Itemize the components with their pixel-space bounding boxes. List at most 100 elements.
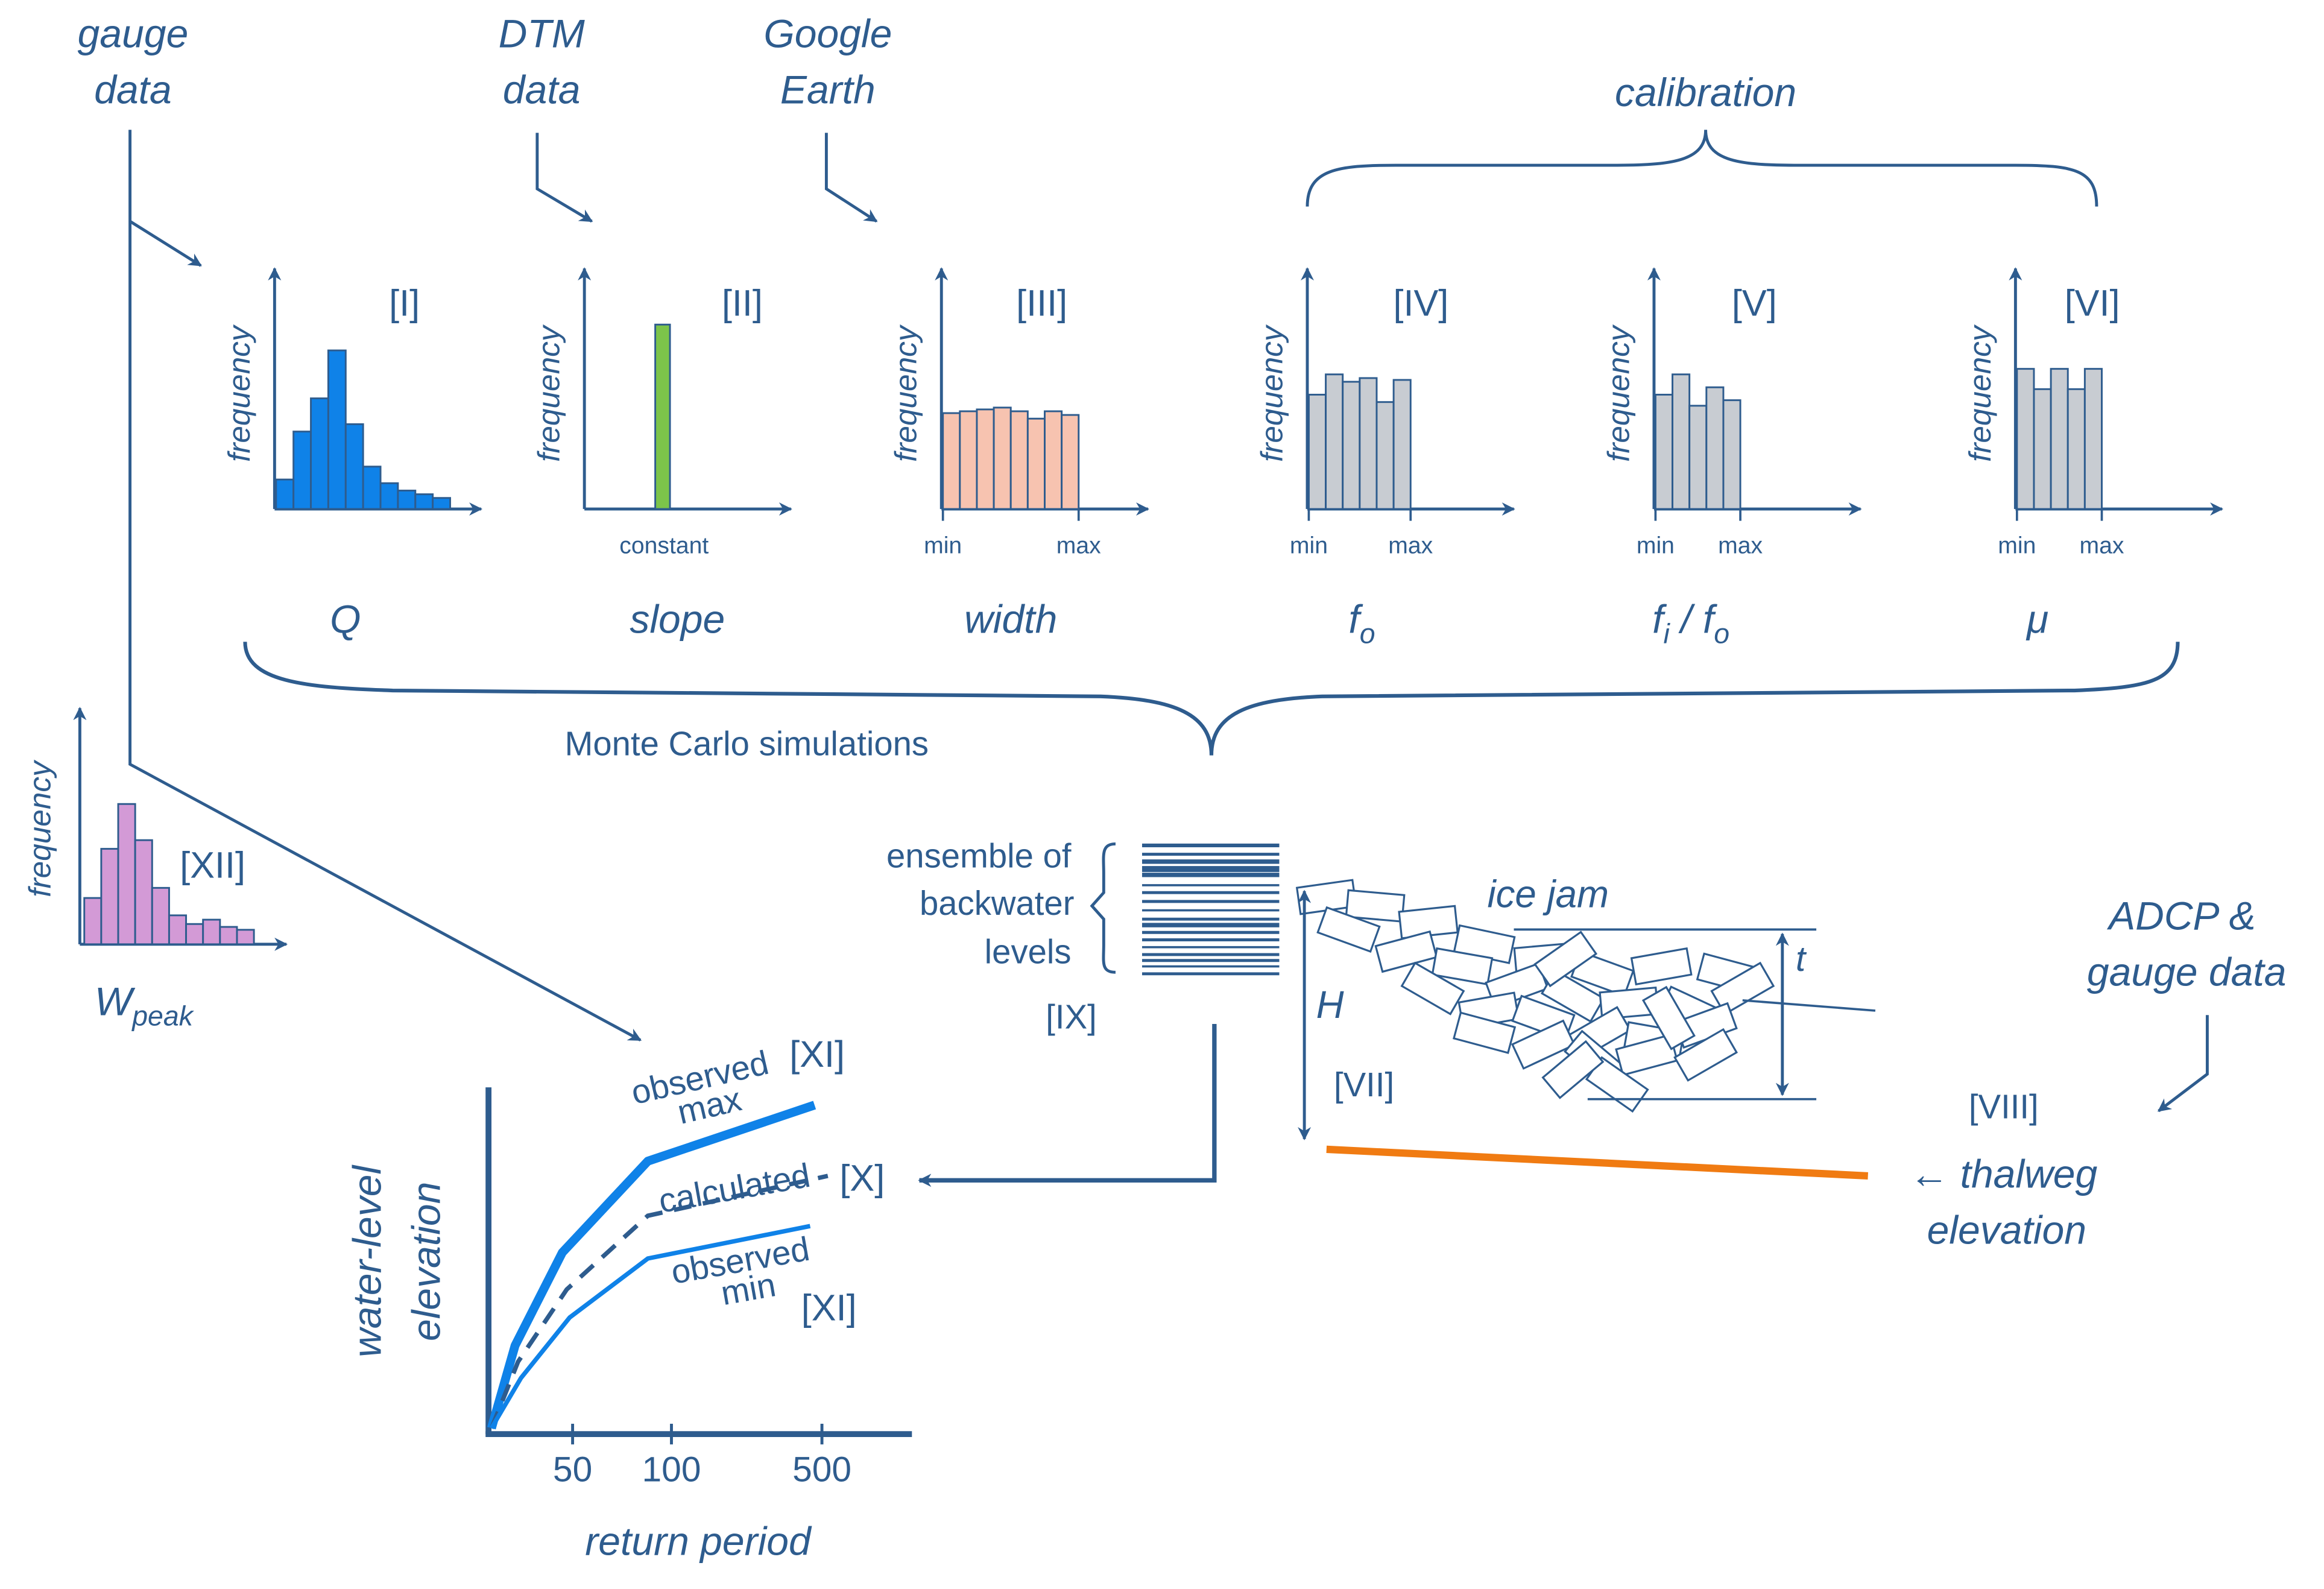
histogram-bar bbox=[292, 431, 312, 510]
ice-block bbox=[1345, 889, 1406, 923]
tick-label-100: 100 bbox=[642, 1450, 701, 1489]
ice-block bbox=[1400, 961, 1465, 1016]
histogram-bar bbox=[275, 478, 295, 510]
adcp-label-line1: ADCP & bbox=[2106, 893, 2255, 938]
water-surface-line bbox=[1742, 999, 1876, 1012]
ensemble-brace bbox=[1090, 842, 1116, 974]
gauge-label-line1: gauge bbox=[78, 11, 189, 55]
h-label: H bbox=[1316, 984, 1344, 1026]
thalweg-label-line1: ← thalweg bbox=[1909, 1152, 2097, 1196]
histogram-bar bbox=[310, 397, 329, 510]
wpeak-bar bbox=[236, 929, 255, 946]
frequency-label: frequency bbox=[888, 324, 923, 462]
wpeak-roman: [XII] bbox=[180, 845, 245, 886]
wpeak-bar bbox=[151, 886, 170, 946]
variable-label: Q bbox=[330, 597, 361, 642]
calculated-label: calculated bbox=[656, 1156, 813, 1220]
histogram-bar bbox=[1307, 394, 1327, 510]
ensemble-to-chart-arrow bbox=[918, 1023, 1217, 1187]
return-period-chart: 50 100 500 return period water-level ele… bbox=[345, 1034, 912, 1564]
ensemble-label-line3: levels bbox=[985, 933, 1072, 971]
histogram-bar bbox=[1359, 377, 1378, 510]
histogram-bar bbox=[1044, 410, 1063, 510]
wpeak-bar bbox=[202, 918, 221, 946]
thalweg-line bbox=[1326, 1145, 1869, 1180]
adcp-label-line2: gauge data bbox=[2087, 949, 2287, 994]
ice-block bbox=[1374, 930, 1438, 973]
backwater-level-lines bbox=[1141, 843, 1280, 976]
histogram-bar bbox=[1026, 417, 1046, 510]
ice-block bbox=[1630, 947, 1693, 986]
thalweg-label-line2: elevation bbox=[1927, 1207, 2086, 1252]
histogram-bar bbox=[1009, 410, 1029, 510]
observed-max-curve bbox=[487, 1101, 816, 1430]
panel-roman-label: [VI] bbox=[2065, 283, 2120, 324]
histogram-bar bbox=[993, 406, 1012, 510]
ice-block bbox=[1641, 985, 1696, 1050]
observed-min-label-line2: min bbox=[718, 1265, 778, 1312]
ice-block bbox=[1453, 1011, 1517, 1054]
wpeak-frequency-label: frequency bbox=[22, 759, 57, 897]
ensemble-label-line1: ensemble of bbox=[886, 837, 1072, 875]
histogram-bar bbox=[1654, 394, 1673, 510]
ensemble-roman: [IX] bbox=[1046, 997, 1096, 1035]
monte-carlo-label: Monte Carlo simulations bbox=[565, 725, 929, 763]
panel-roman-label: [IV] bbox=[1393, 283, 1448, 324]
input-distributions: frequency[I]Qfrequency[II]constantslopef… bbox=[221, 267, 2224, 649]
dtm-label-line1: DTM bbox=[499, 11, 586, 55]
tick-label-50: 50 bbox=[553, 1450, 592, 1489]
ice-block bbox=[1511, 1019, 1576, 1070]
wpeak-bar bbox=[83, 897, 103, 946]
histogram-bar bbox=[344, 423, 364, 510]
ensemble-label-line2: backwater bbox=[920, 884, 1074, 922]
histogram-bar bbox=[976, 408, 995, 510]
calibration-label: calibration bbox=[1615, 70, 1796, 115]
histogram-bar bbox=[2016, 368, 2035, 510]
histogram-bar bbox=[1375, 401, 1395, 510]
frequency-label: frequency bbox=[1600, 324, 1635, 462]
calibration-brace bbox=[1306, 130, 2098, 207]
ice-block bbox=[1431, 947, 1494, 986]
ice-block bbox=[1533, 930, 1598, 988]
variable-label: fo bbox=[1348, 597, 1375, 649]
variable-label: slope bbox=[630, 597, 725, 642]
wpeak-bar bbox=[134, 839, 153, 946]
histogram-bar bbox=[1722, 399, 1741, 510]
histogram-bar bbox=[1392, 379, 1412, 510]
wpeak-histogram: frequency[XII]Wpeak bbox=[22, 707, 288, 1031]
return-chart-y-label-line1: water-level bbox=[345, 1164, 390, 1357]
frequency-label: frequency bbox=[221, 324, 256, 462]
wpeak-bar bbox=[219, 926, 238, 946]
x-label: [X] bbox=[839, 1157, 885, 1198]
histogram-bar bbox=[654, 323, 671, 510]
gauge-to-q-arrow bbox=[129, 220, 202, 267]
tick-label-min: min bbox=[1998, 532, 2036, 558]
panel-roman-label: [II] bbox=[722, 283, 763, 324]
observed-min-curve bbox=[489, 1224, 811, 1430]
observed-min-label: observed min bbox=[668, 1230, 812, 1312]
ice-jam-label: ice jam bbox=[1487, 873, 1608, 916]
frequency-label: frequency bbox=[531, 324, 566, 462]
histogram-bar bbox=[1705, 386, 1725, 510]
ice-jam-blocks bbox=[1295, 879, 1775, 1113]
return-chart-x-label: return period bbox=[585, 1519, 812, 1564]
variable-label: width bbox=[964, 597, 1057, 642]
histogram-bar bbox=[2050, 368, 2069, 510]
wpeak-bar bbox=[100, 848, 119, 946]
frequency-label: frequency bbox=[1962, 324, 1997, 462]
tick-label-min: min bbox=[924, 532, 962, 558]
variable-label: fi / fo bbox=[1652, 597, 1729, 649]
tick-label-min: min bbox=[1290, 532, 1328, 558]
ice-block bbox=[1541, 1040, 1605, 1099]
histogram-bar bbox=[432, 497, 451, 510]
calculated-curve bbox=[489, 1174, 829, 1429]
google-to-width-arrow bbox=[824, 133, 878, 223]
histogram-bar bbox=[1325, 373, 1344, 510]
return-chart-y-label-line2: elevation bbox=[403, 1182, 448, 1341]
variable-label: μ bbox=[2026, 597, 2048, 642]
